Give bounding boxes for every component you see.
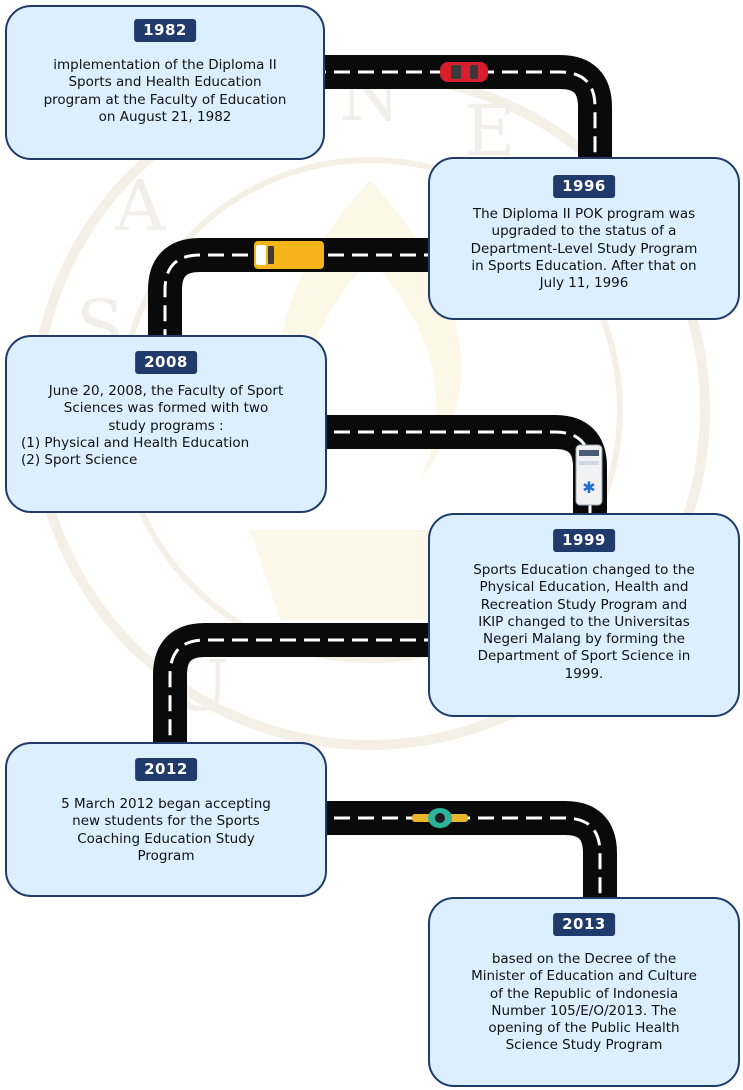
- description-line: new students for the Sports: [72, 813, 260, 830]
- year-badge: 1999: [553, 529, 615, 553]
- description-line: 1999.: [564, 665, 604, 682]
- timeline-card-1999: 1999 Sports Education changed to the Phy…: [428, 513, 740, 717]
- description-line: Department of Sport Science in: [477, 648, 691, 665]
- description-line: opening of the Public Health: [488, 1020, 680, 1037]
- description-line: Coaching Education Study: [77, 830, 255, 847]
- year-badge: 2008: [135, 351, 197, 375]
- event-description: Sports Education changed to the Physical…: [440, 562, 728, 683]
- description-line: (1) Physical and Health Education: [21, 434, 250, 451]
- description-line: study programs :: [108, 417, 224, 434]
- description-line: Minister of Education and Culture: [471, 968, 697, 985]
- scooter-icon: [412, 808, 468, 828]
- description-line: Science Study Program: [505, 1037, 663, 1054]
- year-badge: 2012: [135, 758, 197, 782]
- description-line: program at the Faculty of Education: [43, 91, 287, 108]
- description-line: implementation of the Diploma II: [53, 57, 277, 73]
- year-badge: 1982: [134, 19, 196, 43]
- timeline-card-2013: 2013 based on the Decree of the Minister…: [428, 897, 740, 1087]
- yellow-van-icon: [254, 241, 324, 269]
- event-description: implementation of the Diploma II Sports …: [17, 57, 313, 126]
- event-description: based on the Decree of the Minister of E…: [440, 951, 728, 1055]
- description-line: Sports Education changed to the: [473, 562, 695, 578]
- description-line: The Diploma II POK program was: [472, 206, 696, 222]
- description-line: Program: [137, 847, 195, 864]
- description-line: Sports and Health Education: [68, 74, 262, 91]
- year-badge: 2013: [553, 913, 615, 937]
- description-line: upgraded to the status of a: [491, 223, 677, 240]
- description-line: 5 March 2012 began accepting: [61, 796, 271, 812]
- description-line: July 11, 1996: [539, 275, 629, 292]
- red-car-icon: [440, 62, 488, 82]
- timeline-card-2012: 2012 5 March 2012 began accepting new st…: [5, 742, 327, 897]
- description-line: in Sports Education. After that on: [471, 257, 697, 274]
- description-line: Physical Education, Health and: [479, 579, 689, 596]
- timeline-card-1982: 1982 implementation of the Diploma II Sp…: [5, 5, 325, 160]
- year-badge: 1996: [553, 175, 615, 199]
- timeline-card-1996: 1996 The Diploma II POK program was upgr…: [428, 157, 740, 320]
- event-description: 5 March 2012 began accepting new student…: [17, 796, 315, 865]
- description-line: of the Republic of Indonesia: [489, 985, 679, 1002]
- description-line: based on the Decree of the: [491, 951, 677, 967]
- description-line: Negeri Malang by forming the: [483, 631, 685, 648]
- ambulance-icon: ✱: [575, 444, 603, 506]
- description-line: June 20, 2008, the Faculty of Sport: [48, 383, 284, 399]
- event-description: The Diploma II POK program was upgraded …: [440, 206, 728, 292]
- description-line: on August 21, 1982: [98, 108, 232, 125]
- event-description: June 20, 2008, the Faculty of Sport Scie…: [21, 383, 311, 469]
- timeline-card-2008: 2008 June 20, 2008, the Faculty of Sport…: [5, 335, 327, 513]
- description-line: Sciences was formed with two: [63, 400, 269, 417]
- description-line: Number 105/E/O/2013. The: [491, 1002, 677, 1019]
- description-line: IKIP changed to the Universitas: [478, 613, 690, 630]
- svg-text:✱: ✱: [582, 478, 595, 497]
- description-line: (2) Sport Science: [21, 452, 138, 469]
- description-line: Recreation Study Program and: [480, 596, 688, 613]
- description-line: Department-Level Study Program: [470, 240, 698, 257]
